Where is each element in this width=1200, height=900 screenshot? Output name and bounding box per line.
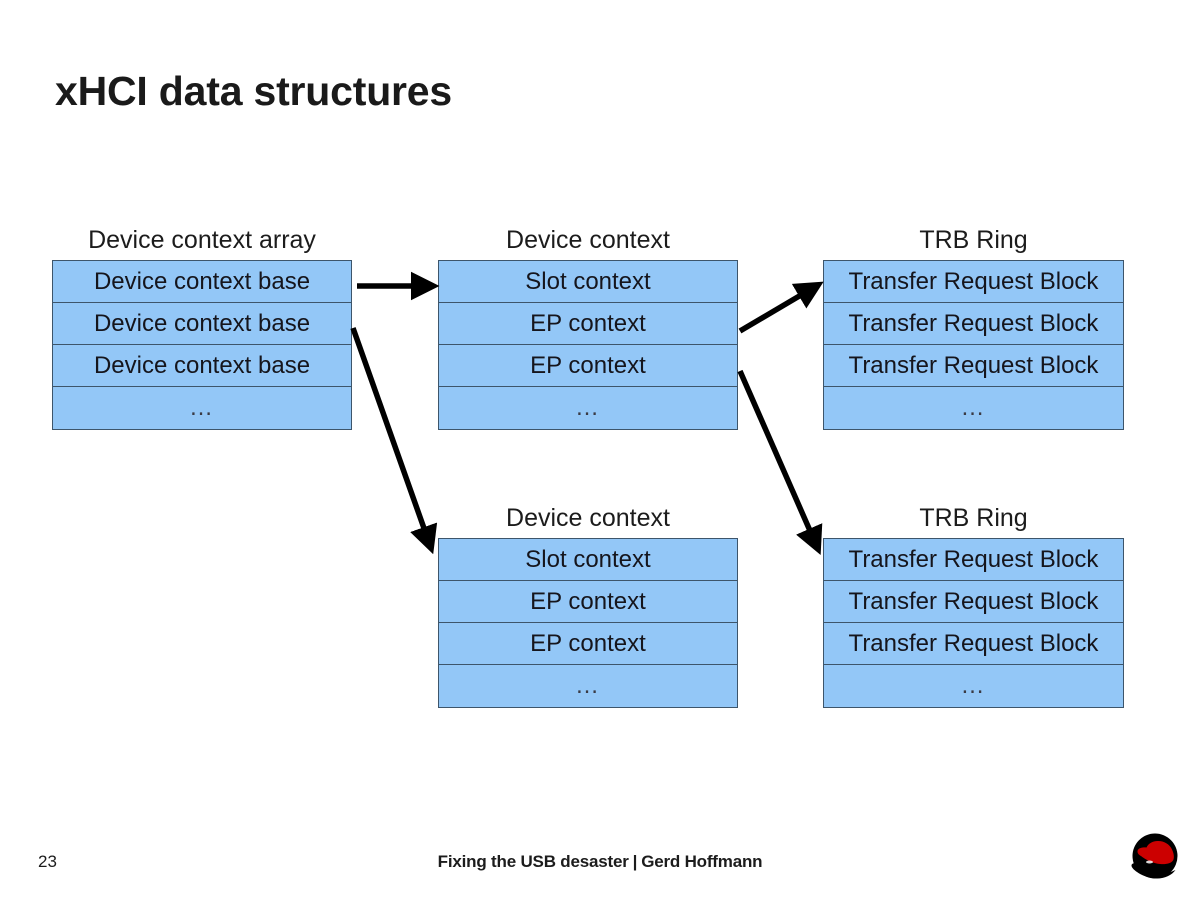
group-trb-ring-top: TRB Ring Transfer Request Block Transfer… bbox=[823, 228, 1124, 430]
footer-presentation-title: Fixing the USB desaster bbox=[437, 852, 629, 871]
footer-separator: | bbox=[632, 852, 638, 871]
table-row: Transfer Request Block bbox=[824, 581, 1123, 623]
table-trb-ring-bottom: Transfer Request Block Transfer Request … bbox=[823, 538, 1124, 708]
table-device-context-top: Slot context EP context EP context … bbox=[438, 260, 738, 430]
table-row: Transfer Request Block bbox=[824, 345, 1123, 387]
red-hat-shadowman-logo-icon bbox=[1131, 833, 1178, 879]
group-title-device-context-top: Device context bbox=[506, 226, 670, 254]
table-row-ellipsis: … bbox=[53, 387, 351, 429]
group-device-context-bottom: Device context Slot context EP context E… bbox=[438, 506, 738, 708]
table-row: Device context base bbox=[53, 303, 351, 345]
group-title-device-context-bottom: Device context bbox=[506, 504, 670, 532]
group-device-context-top: Device context Slot context EP context E… bbox=[438, 228, 738, 430]
table-row: Transfer Request Block bbox=[824, 623, 1123, 665]
table-row: Transfer Request Block bbox=[824, 539, 1123, 581]
footer-author: Gerd Hoffmann bbox=[641, 852, 763, 871]
arrow-ep-context-to-trb-ring-bottom bbox=[737, 369, 823, 556]
table-row-ellipsis: … bbox=[439, 387, 737, 429]
group-title-trb-ring-bottom: TRB Ring bbox=[919, 504, 1028, 532]
group-title-trb-ring-top: TRB Ring bbox=[919, 226, 1028, 254]
table-row: EP context bbox=[439, 303, 737, 345]
footer-text: Fixing the USB desaster|Gerd Hoffmann bbox=[0, 852, 1200, 872]
table-row-ellipsis: … bbox=[824, 387, 1123, 429]
table-row-ellipsis: … bbox=[824, 665, 1123, 707]
footer-page-number: 23 bbox=[38, 852, 57, 871]
table-row: EP context bbox=[439, 581, 737, 623]
table-row: Device context base bbox=[53, 261, 351, 303]
group-device-context-array: Device context array Device context base… bbox=[52, 228, 352, 430]
table-row: EP context bbox=[439, 345, 737, 387]
table-device-context-array: Device context base Device context base … bbox=[52, 260, 352, 430]
table-row: Slot context bbox=[439, 261, 737, 303]
table-device-context-bottom: Slot context EP context EP context … bbox=[438, 538, 738, 708]
arrow-array-row2-to-device-context-bottom bbox=[350, 327, 438, 555]
table-trb-ring-top: Transfer Request Block Transfer Request … bbox=[823, 260, 1124, 430]
page-title: xHCI data structures bbox=[55, 68, 453, 114]
group-trb-ring-bottom: TRB Ring Transfer Request Block Transfer… bbox=[823, 506, 1124, 708]
table-row-ellipsis: … bbox=[439, 665, 737, 707]
group-title-device-context-array: Device context array bbox=[88, 226, 316, 254]
table-row: Transfer Request Block bbox=[824, 303, 1123, 345]
table-row: Transfer Request Block bbox=[824, 261, 1123, 303]
table-row: EP context bbox=[439, 623, 737, 665]
table-row: Device context base bbox=[53, 345, 351, 387]
table-row: Slot context bbox=[439, 539, 737, 581]
arrow-ep-context-to-trb-ring-top bbox=[738, 281, 824, 334]
